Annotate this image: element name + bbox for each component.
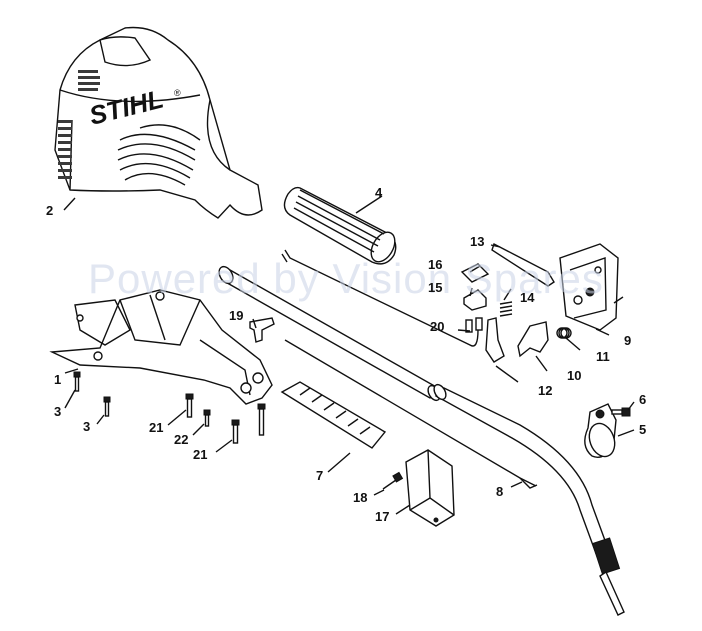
part-15-button [463,289,487,311]
callout-6: 6 [639,392,647,407]
watermark-text: Powered by Vision Spares [88,255,604,302]
callout-1: 1 [54,372,62,387]
part-6-screw [611,407,631,417]
brand-registered-mark: ® [174,88,181,98]
callout-4: 4 [375,185,383,200]
part-16-switch [460,263,490,283]
part-3-screw-a [73,371,81,392]
callout-17: 17 [375,509,390,524]
part-14-spring [499,301,513,317]
callout-2: 2 [46,203,54,218]
part-18-screw [382,471,404,490]
callout-3a: 3 [54,404,62,419]
callout-21b: 21 [193,447,208,462]
callout-19: 19 [229,308,244,323]
part-9-handle-housing [559,243,619,331]
callout-10: 10 [567,368,582,383]
upper-drive-tube [218,265,441,402]
part-7-cover [280,381,387,449]
part-17-clamp-block [405,449,455,527]
callout-5: 5 [639,422,647,437]
callout-11: 11 [596,349,610,364]
callout-3b: 3 [83,419,91,434]
part-13-lever [491,243,555,287]
callout-21a: 21 [149,420,164,435]
part-20-throttle-cable [281,249,483,347]
callout-22: 22 [174,432,189,447]
screws [73,371,266,444]
callout-18: 18 [353,490,368,505]
part-4-grip [283,186,397,265]
part-21-screw-b [231,419,240,444]
leader-lines [63,195,635,515]
part-11-torsion-spring [556,327,572,339]
part-10-interlock-lever [517,321,549,358]
callout-12: 12 [538,383,553,398]
lower-drive-tube [433,383,625,616]
part-5-clamp [584,403,617,458]
callout-9: 9 [624,333,632,348]
part-3-screw-b [103,396,111,417]
part-21-screw-c [257,403,266,436]
callout-7: 7 [316,468,324,483]
callout-16: 16 [428,257,443,272]
part-12-trigger [485,317,505,363]
callout-13: 13 [470,234,485,249]
part-1-housing [49,289,273,405]
part-2-engine-cover: STIHL ® [54,26,263,219]
part-21-screw-a [185,393,194,418]
part-19-clip [249,317,275,343]
part-8-drive-shaft [284,339,538,489]
callout-8: 8 [496,484,504,499]
part-22-screw [203,409,211,427]
callout-20: 20 [430,319,445,334]
callout-14: 14 [520,290,535,305]
callout-15: 15 [428,280,443,295]
